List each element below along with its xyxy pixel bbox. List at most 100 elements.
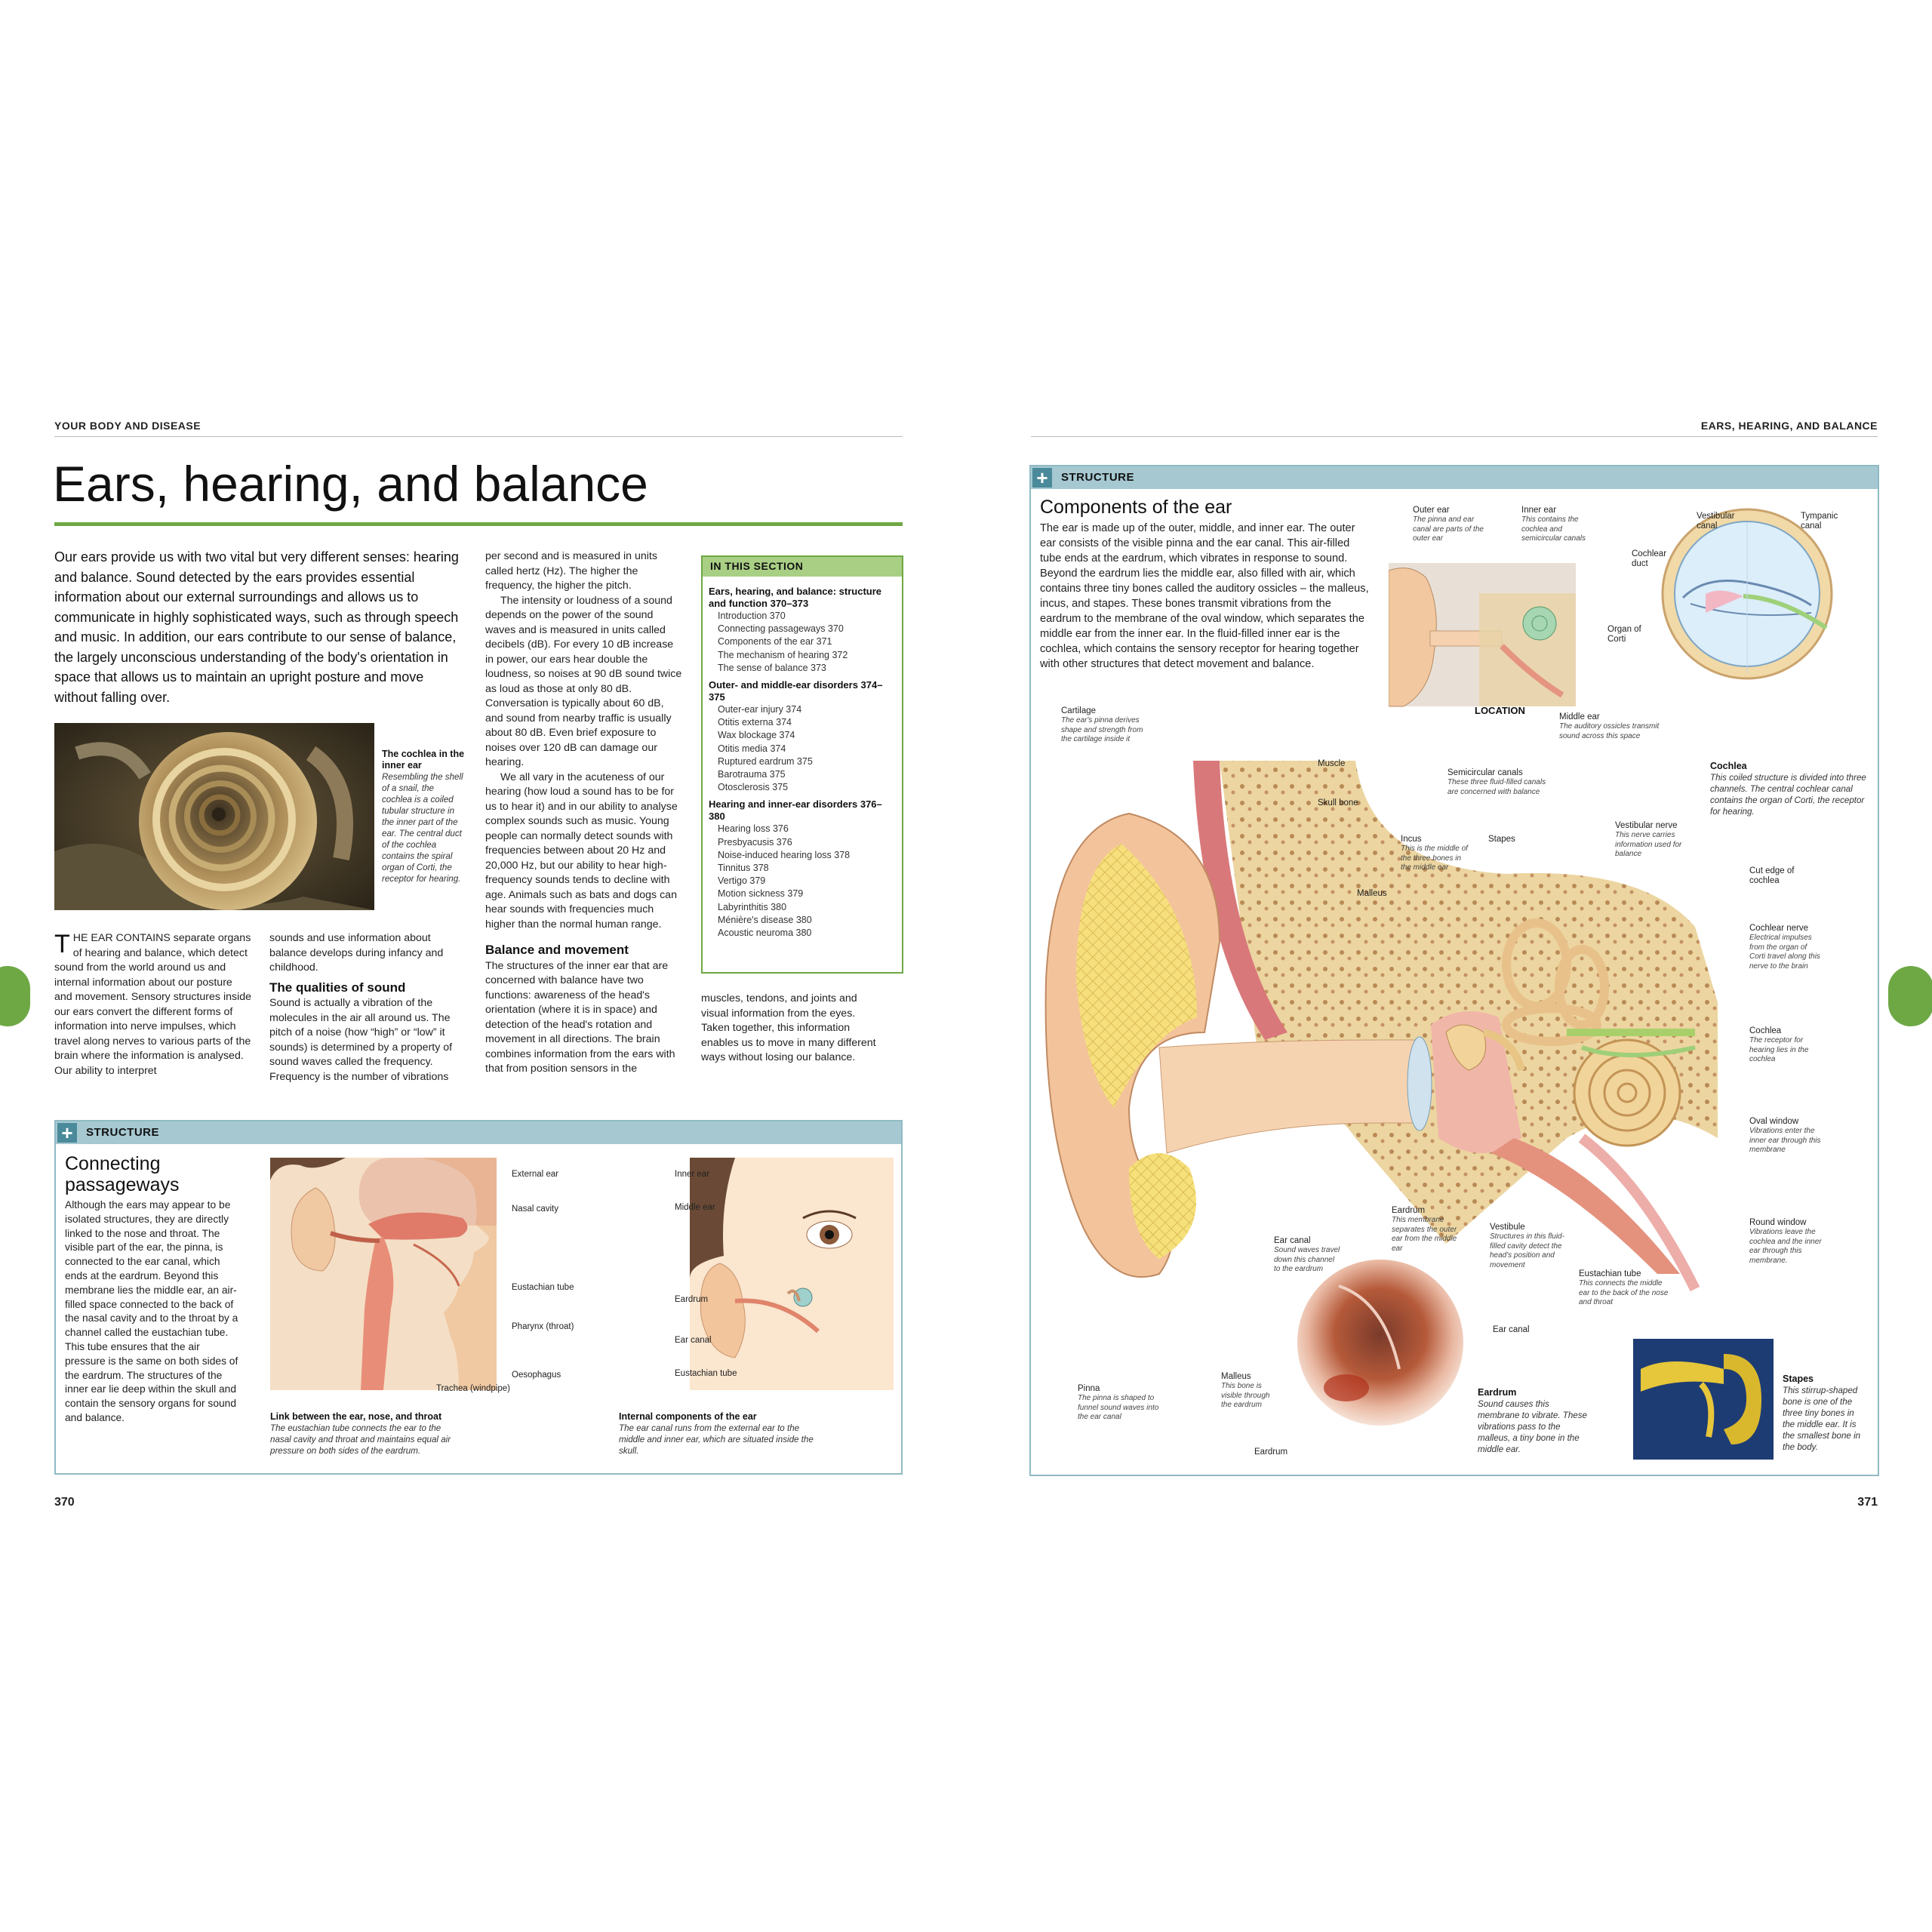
lbl-cochlea: Cochlea The receptor for hearing lies in… [1749, 1026, 1810, 1065]
components-of-ear-panel: + STRUCTURE Components of the ear The ea… [1029, 465, 1879, 1476]
lbl-semicircular-desc: These three fluid-filled canals are conc… [1447, 778, 1546, 796]
cochlea-detail-desc: This coiled structure is divided into th… [1710, 773, 1866, 817]
eardrum-photo [1294, 1256, 1467, 1429]
fig1-label: Oesophagus [512, 1371, 561, 1380]
lbl-pinna: Pinna The pinna is shaped to funnel soun… [1078, 1384, 1161, 1423]
toc-item[interactable]: Acoustic neuroma 380 [718, 928, 812, 939]
toc-item[interactable]: Outer-ear injury 374 [718, 704, 802, 715]
lbl-cartilage-title: Cartilage [1061, 706, 1097, 715]
lbl-cochlea-title: Cochlea [1749, 1026, 1782, 1035]
body-column-3: per second and is measured in units call… [485, 549, 683, 1077]
fig1-caption: Link between the ear, nose, and throat T… [270, 1411, 459, 1457]
toc-item[interactable]: Motion sickness 379 [718, 888, 804, 900]
page-title: Ears, hearing, and balance [53, 456, 648, 512]
stapes-photo-caption: Stapes This stirrup-shaped bone is one o… [1783, 1374, 1866, 1453]
loc-inner-ear: Inner ear This contains the cochlea and … [1521, 506, 1597, 544]
toc-item[interactable]: Otosclerosis 375 [718, 782, 789, 793]
label-organ-of-corti: Organ of Corti [1607, 625, 1641, 644]
lbl-cartilage-desc: The ear's pinna derives shape and streng… [1061, 716, 1143, 743]
subhead-balance-and-movement: Balance and movement [485, 943, 629, 957]
toc-item[interactable]: The sense of balance 373 [718, 662, 826, 673]
lbl-vestibule: Vestibule Structures in this fluid-fille… [1490, 1223, 1573, 1270]
lbl-cochlea-desc: The receptor for hearing lies in the coc… [1749, 1036, 1809, 1063]
toc-item[interactable]: Components of the ear 371 [718, 636, 832, 648]
lbl-cochlear-nerve: Cochlear nerve Electrical impulses from … [1749, 924, 1825, 971]
toc-item[interactable]: Otitis externa 374 [718, 717, 792, 728]
in-this-section-bar: IN THIS SECTION [703, 557, 902, 577]
components-text: The ear is made up of the outer, middle,… [1040, 522, 1369, 670]
column-2-text: sounds and use information about balance… [269, 932, 444, 974]
panel-text-connecting: Although the ears may appear to be isola… [65, 1199, 238, 1423]
column-3-p4: The structures of the inner ear that are… [485, 959, 675, 1075]
components-heading: Components of the ear [1040, 497, 1232, 518]
cochlea-detail-title: Cochlea [1710, 761, 1747, 771]
toc-item[interactable]: Ruptured eardrum 375 [718, 755, 813, 767]
lbl-round-window-title: Round window [1749, 1218, 1807, 1227]
plus-icon: + [57, 1123, 77, 1143]
lbl-semicircular-title: Semicircular canals [1447, 768, 1523, 777]
lbl-incus-desc: This is the middle of the three bones in… [1401, 844, 1468, 872]
toc-item[interactable]: Presbyacusis 376 [718, 836, 792, 848]
loc-middle-ear-desc: The auditory ossicles transmit sound acr… [1559, 722, 1660, 740]
photo-caption: The cochlea in the inner ear Resembling … [382, 749, 465, 884]
column-1-text: separate organs of hearing and balance, … [54, 932, 252, 1077]
toc-item[interactable]: Barotrauma 375 [718, 769, 786, 780]
toc-item[interactable]: Hearing loss 376 [718, 823, 789, 835]
toc-item[interactable]: Noise-induced hearing loss 378 [718, 849, 851, 860]
toc-group-title: Ears, hearing, and balance: structure an… [709, 586, 882, 609]
in-this-section-box: IN THIS SECTION Ears, hearing, and balan… [701, 555, 903, 974]
lbl-oval-window-title: Oval window [1749, 1117, 1799, 1126]
lbl-vestibular-nerve-title: Vestibular nerve [1615, 821, 1678, 830]
structure-bar-left: + STRUCTURE [56, 1121, 901, 1144]
toc-item[interactable]: Vertigo 379 [718, 875, 766, 887]
cochlea-photo [54, 723, 374, 910]
lbl-cartilage: Cartilage The ear's pinna derives shape … [1061, 706, 1152, 745]
lbl-ear-canal-title: Ear canal [1274, 1236, 1311, 1245]
fig1-caption-title: Link between the ear, nose, and throat [270, 1411, 442, 1422]
lbl-round-window: Round window Vibrations leave the cochle… [1749, 1218, 1825, 1266]
stapes-photo-desc: This stirrup-shaped bone is one of the t… [1783, 1386, 1861, 1452]
main-ear-illustration [1038, 715, 1718, 1297]
toc-item[interactable]: Otitis media 374 [718, 743, 786, 754]
lbl-muscle: Muscle [1318, 759, 1346, 768]
fig2-caption-text: The ear canal runs from the external ear… [619, 1423, 814, 1456]
loc-middle-ear-label: Middle ear [1559, 712, 1600, 721]
eardrum-photo-desc: Sound causes this membrane to vibrate. T… [1478, 1399, 1587, 1454]
toc-item[interactable]: The mechanism of hearing 372 [718, 649, 848, 660]
column-3-p3: We all vary in the acuteness of our hear… [485, 771, 678, 931]
loc-outer-ear: Outer ear The pinna and ear canal are pa… [1413, 506, 1488, 544]
fig1-label: External ear [512, 1170, 559, 1179]
body-column-2: sounds and use information about balance… [269, 931, 458, 1084]
eardrum-photo-caption: Eardrum Sound causes this membrane to vi… [1478, 1387, 1591, 1455]
toc-item[interactable]: Ménière's disease 380 [718, 914, 812, 925]
subhead-qualities-of-sound: The qualities of sound [269, 980, 406, 995]
lbl-cochlear-nerve-title: Cochlear nerve [1749, 924, 1808, 933]
lbl-pinna-title: Pinna [1078, 1384, 1100, 1393]
plus-icon-right: + [1032, 468, 1052, 488]
toc-item[interactable]: Wax blockage 374 [718, 730, 795, 741]
structure-bar-label-right: STRUCTURE [1061, 471, 1134, 484]
toc-item[interactable]: Introduction 370 [718, 611, 786, 621]
location-inset [1388, 563, 1576, 711]
stapes-photo [1633, 1339, 1774, 1460]
ear-nose-throat-figure [270, 1158, 497, 1390]
lbl-eardrum: Eardrum This membrane separates the oute… [1392, 1206, 1460, 1254]
photo-lbl-malleus: Malleus This bone is visible through the… [1221, 1372, 1281, 1411]
column-4-text: muscles, tendons, and joints and visual … [701, 992, 876, 1063]
toc-item[interactable]: Connecting passageways 370 [718, 623, 844, 635]
panel-heading-connecting: Connecting passageways [65, 1153, 180, 1195]
lbl-eustachian-title: Eustachian tube [1579, 1269, 1641, 1278]
cochlea-cross-section [1660, 507, 1834, 681]
lbl-oval-window-desc: Vibrations enter the inner ear through t… [1749, 1127, 1821, 1154]
toc-item[interactable]: Labyrinthitis 380 [718, 901, 787, 912]
toc-item[interactable]: Tinnitus 378 [718, 863, 769, 874]
header-rule-left [54, 436, 903, 437]
body-column-4: muscles, tendons, and joints and visual … [701, 992, 878, 1066]
fig1-label: Eustachian tube [512, 1283, 574, 1292]
intro-paragraph: Our ears provide us with two vital but v… [54, 549, 459, 705]
loc-outer-ear-label: Outer ear [1413, 506, 1450, 515]
toc-group-title: Outer- and middle-ear disorders 374–375 [709, 679, 883, 703]
lbl-eustachian-desc: This connects the middle ear to the back… [1579, 1279, 1669, 1306]
